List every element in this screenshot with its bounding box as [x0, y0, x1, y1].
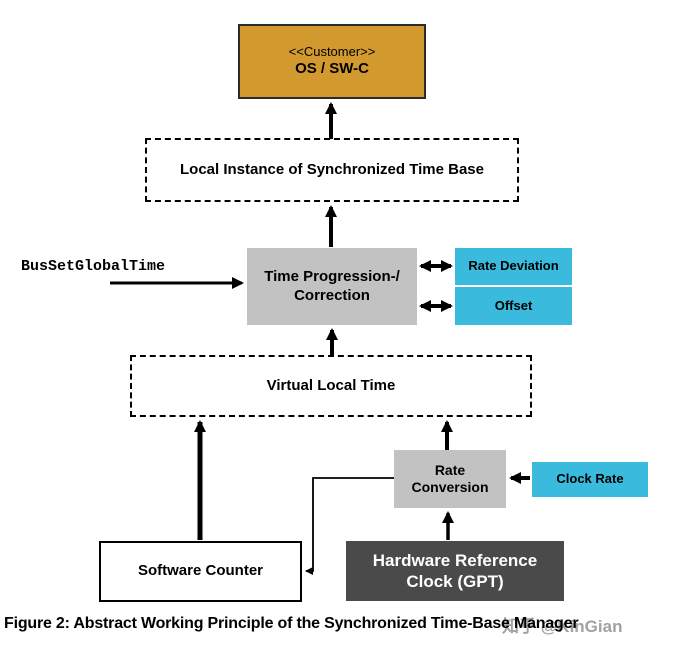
time-progression-label-line2: Correction: [294, 286, 370, 304]
node-time-progression: Time Progression-/ Correction: [247, 248, 417, 325]
rate-conversion-label-line2: Conversion: [411, 479, 489, 495]
node-rate-conversion: Rate Conversion: [394, 450, 506, 508]
software-counter-label: Software Counter: [137, 562, 263, 580]
local-instance-label: Local Instance of Synchronized Time Base: [180, 160, 484, 178]
node-local-instance: Local Instance of Synchronized Time Base: [145, 138, 519, 202]
rate-deviation-label: Rate Deviation: [468, 258, 559, 274]
customer-stereotype: <<Customer>>: [288, 44, 376, 59]
node-software-counter: Software Counter: [99, 541, 302, 602]
node-clock-rate: Clock Rate: [532, 462, 648, 497]
watermark-text: 知乎 @KinGian: [502, 617, 623, 636]
node-hardware-reference-clock: Hardware Reference Clock (GPT): [346, 541, 564, 601]
line-rate-conversion-to-software-counter: [305, 477, 394, 575]
node-rate-deviation: Rate Deviation: [455, 248, 572, 285]
rate-conversion-label-line1: Rate: [434, 461, 466, 478]
clock-rate-label: Clock Rate: [556, 471, 624, 487]
hardware-clock-label-line2: Clock (GPT): [406, 572, 504, 591]
offset-label: Offset: [494, 297, 533, 313]
figure-caption: Figure 2: Abstract Working Principle of …: [4, 615, 579, 632]
node-customer-os-swc: <<Customer>> OS / SW-C: [238, 24, 426, 99]
node-offset: Offset: [455, 287, 572, 325]
hardware-clock-label-line1: Hardware Reference: [372, 550, 538, 570]
virtual-local-time-label: Virtual Local Time: [266, 376, 396, 394]
time-progression-label-line1: Time Progression-/: [264, 267, 400, 285]
customer-label: OS / SW-C: [295, 60, 369, 78]
bus-set-global-time-label: BusSetGlobalTime: [21, 258, 166, 275]
node-virtual-local-time: Virtual Local Time: [130, 355, 532, 417]
